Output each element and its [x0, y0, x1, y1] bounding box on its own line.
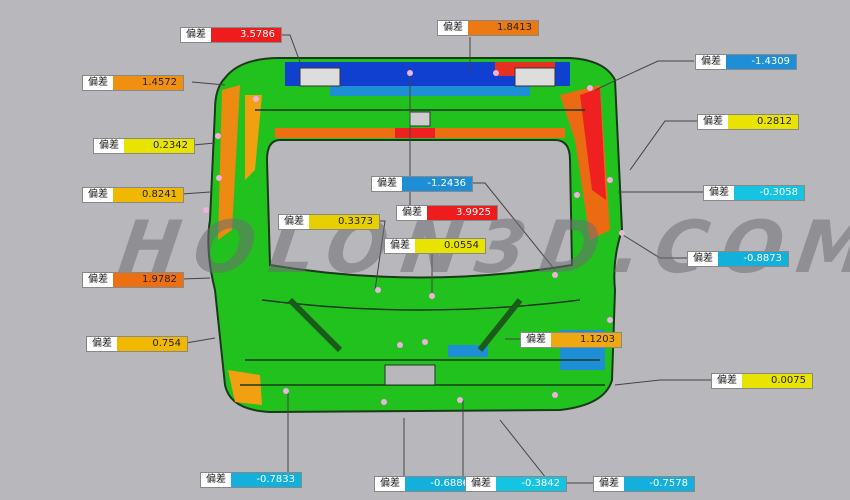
deviation-value: 1.4572 — [113, 76, 183, 90]
deviation-value: -0.7578 — [624, 477, 694, 491]
deviation-key: 偏差 — [385, 239, 415, 253]
deviation-value: -0.8873 — [718, 252, 788, 266]
deviation-label: 偏差-0.3842 — [465, 476, 567, 492]
deviation-key: 偏差 — [712, 374, 742, 388]
deviation-value: -0.7833 — [231, 473, 301, 487]
measure-points — [203, 70, 625, 405]
deviation-key: 偏差 — [181, 28, 211, 42]
deviation-key: 偏差 — [83, 188, 113, 202]
deviation-label: 偏差-0.7833 — [200, 472, 302, 488]
deviation-key: 偏差 — [438, 21, 468, 35]
deviation-label: 偏差-0.8873 — [687, 251, 789, 267]
deviation-value: -0.3842 — [496, 477, 566, 491]
deviation-key: 偏差 — [698, 115, 728, 129]
deviation-key: 偏差 — [201, 473, 231, 487]
deviation-value: -1.2436 — [402, 177, 472, 191]
deviation-value: -0.6886 — [405, 477, 475, 491]
deviation-label: 偏差-1.4309 — [695, 54, 797, 70]
deviation-key: 偏差 — [372, 177, 402, 191]
deviation-value: 0.3373 — [309, 215, 379, 229]
deviation-value: 1.9782 — [113, 273, 183, 287]
deviation-value: 0.0554 — [415, 239, 485, 253]
deviation-value: 0.754 — [117, 337, 187, 351]
deviation-key: 偏差 — [521, 333, 551, 347]
deviation-key: 偏差 — [704, 186, 734, 200]
deviation-value: 0.2812 — [728, 115, 798, 129]
deviation-key: 偏差 — [688, 252, 718, 266]
deviation-label: 偏差-0.6886 — [374, 476, 476, 492]
deviation-value: 1.1203 — [551, 333, 621, 347]
deviation-key: 偏差 — [83, 76, 113, 90]
left-orange-zone — [218, 85, 240, 240]
deviation-label: 偏差-0.7578 — [593, 476, 695, 492]
deviation-value: 1.8413 — [468, 21, 538, 35]
deviation-value: -1.4309 — [726, 55, 796, 69]
deviation-key: 偏差 — [87, 337, 117, 351]
deviation-key: 偏差 — [696, 55, 726, 69]
deviation-key: 偏差 — [279, 215, 309, 229]
deviation-value: 0.2342 — [124, 139, 194, 153]
deviation-value: 3.9925 — [427, 206, 497, 220]
deviation-label: 偏差-0.3058 — [703, 185, 805, 201]
deviation-key: 偏差 — [375, 477, 405, 491]
deviation-value: -0.3058 — [734, 186, 804, 200]
deviation-key: 偏差 — [466, 477, 496, 491]
deviation-key: 偏差 — [397, 206, 427, 220]
deviation-key: 偏差 — [94, 139, 124, 153]
deviation-label: 偏差-1.2436 — [371, 176, 473, 192]
deviation-value: 3.5786 — [211, 28, 281, 42]
leader-lines — [181, 34, 711, 484]
deviation-key: 偏差 — [83, 273, 113, 287]
deviation-key: 偏差 — [594, 477, 624, 491]
deviation-value: 0.0075 — [742, 374, 812, 388]
deviation-value: 0.8241 — [113, 188, 183, 202]
